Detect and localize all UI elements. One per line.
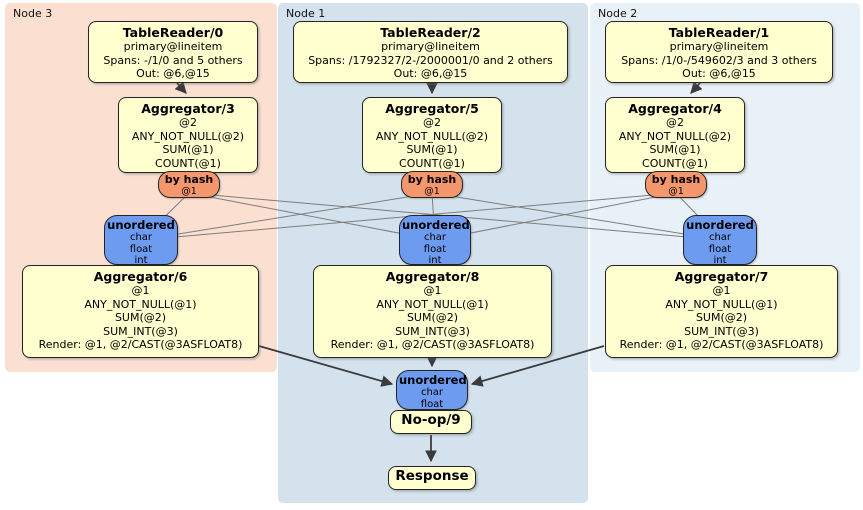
edge-router3-sync1 xyxy=(188,192,436,241)
processor-detail: ANY_NOT_NULL(@2) xyxy=(618,129,732,143)
sync-column: int xyxy=(134,255,148,266)
processor-detail: SUM_INT(@3) xyxy=(684,324,759,338)
processor-detail: @2 xyxy=(179,116,197,129)
processor-detail: SUM(@2) xyxy=(695,311,748,324)
node-response: Response xyxy=(388,466,476,490)
processor-detail: SUM(@1) xyxy=(649,143,701,156)
processor-detail: ANY_NOT_NULL(@2) xyxy=(375,129,489,143)
processor-detail: SUM(@2) xyxy=(406,311,459,324)
sync-column: float xyxy=(708,243,732,255)
processor-title: TableReader/0 xyxy=(122,25,224,40)
region-node2-label: Node 2 xyxy=(598,7,638,20)
edge-router4-sync1 xyxy=(434,192,677,241)
processor-detail: Spans: -/1/0 and 5 others xyxy=(103,53,243,67)
processor-detail: @2 xyxy=(423,116,441,129)
node-tablereader-0: TableReader/0 primary@lineitem Spans: -/… xyxy=(88,21,258,83)
edge-router5-sync2 xyxy=(431,192,722,241)
node-aggregator-4: Aggregator/4 @2 ANY_NOT_NULL(@2) SUM(@1)… xyxy=(605,97,745,173)
sync-column: float xyxy=(423,243,447,255)
edge-tr0-agg3 xyxy=(174,81,187,94)
sync-column: int xyxy=(428,255,442,266)
processor-detail: Spans: /1792327/2-/2000001/0 and 2 other… xyxy=(308,53,553,67)
node-aggregator-7: Aggregator/7 @1 ANY_NOT_NULL(@1) SUM(@2)… xyxy=(605,265,838,358)
sync-title: unordered xyxy=(399,373,467,387)
router-detail: @1 xyxy=(424,186,440,197)
sync-unordered-final: unordered char float xyxy=(396,370,468,410)
processor-title: Aggregator/4 xyxy=(628,101,722,116)
node-aggregator-3: Aggregator/3 @2 ANY_NOT_NULL(@2) SUM(@1)… xyxy=(118,97,258,173)
sync-unordered-node1: unordered char float int xyxy=(399,215,471,266)
node-aggregator-6: Aggregator/6 @1 ANY_NOT_NULL(@1) SUM(@2)… xyxy=(22,265,259,358)
processor-detail: primary@lineitem xyxy=(669,40,769,53)
sync-unordered-node2: unordered char float int xyxy=(683,215,757,266)
node-aggregator-8: Aggregator/8 @1 ANY_NOT_NULL(@1) SUM(@2)… xyxy=(313,265,552,358)
processor-detail: ANY_NOT_NULL(@2) xyxy=(131,129,245,143)
edge-agg7-syncfinal xyxy=(470,345,605,387)
sync-column: char xyxy=(420,387,444,398)
router-title: by hash xyxy=(164,173,214,186)
sync-column: float xyxy=(129,243,153,255)
processor-detail: @1 xyxy=(131,284,150,297)
processor-detail: ANY_NOT_NULL(@1) xyxy=(665,297,778,311)
sync-column: float xyxy=(420,398,444,410)
processor-title: TableReader/2 xyxy=(380,25,481,40)
processor-detail: Out: @6,@15 xyxy=(393,67,468,80)
node-tablereader-2: TableReader/2 primary@lineitem Spans: /1… xyxy=(293,21,568,83)
sync-column: int xyxy=(713,255,727,266)
processor-detail: primary@lineitem xyxy=(381,40,480,53)
router-detail: @1 xyxy=(668,186,684,197)
router-by-hash-node2: by hash @1 xyxy=(645,171,707,198)
processor-title: Aggregator/3 xyxy=(141,101,235,116)
router-by-hash-node3: by hash @1 xyxy=(158,171,220,198)
processor-title: No-op/9 xyxy=(401,412,461,428)
processor-detail: primary@lineitem xyxy=(123,40,223,53)
sync-column: char xyxy=(708,232,732,243)
node-tablereader-1: TableReader/1 primary@lineitem Spans: /1… xyxy=(605,21,833,83)
processor-detail: COUNT(@1) xyxy=(399,156,465,170)
processor-detail: ANY_NOT_NULL(@1) xyxy=(376,297,489,311)
sync-title: unordered xyxy=(402,218,470,232)
processor-detail: Render: @1, @2/CAST(@3ASFLOAT8) xyxy=(38,338,243,351)
processor-detail: COUNT(@1) xyxy=(642,156,708,170)
sync-unordered-node3: unordered char float int xyxy=(104,215,178,266)
sync-column: char xyxy=(423,232,447,243)
sync-column: char xyxy=(129,232,153,243)
processor-title: Aggregator/6 xyxy=(93,269,188,284)
processor-detail: Spans: /1/0-/549602/3 and 3 others xyxy=(621,53,817,67)
sync-title: unordered xyxy=(686,218,754,232)
edge-router5-sync3 xyxy=(140,192,433,241)
processor-title: TableReader/1 xyxy=(668,25,770,40)
router-title: by hash xyxy=(407,173,457,186)
processor-detail: @2 xyxy=(666,116,684,129)
processor-detail: SUM_INT(@3) xyxy=(395,324,470,338)
processor-detail: @1 xyxy=(423,284,442,297)
processor-detail: @1 xyxy=(712,284,731,297)
router-by-hash-node1: by hash @1 xyxy=(401,171,463,198)
processor-title: Aggregator/7 xyxy=(674,269,769,284)
edge-agg6-syncfinal xyxy=(258,345,394,387)
processor-detail: SUM_INT(@3) xyxy=(103,324,178,338)
processor-detail: Render: @1, @2/CAST(@3ASFLOAT8) xyxy=(619,338,824,351)
node-noop-9: No-op/9 xyxy=(390,410,472,434)
router-title: by hash xyxy=(651,173,701,186)
sync-title: unordered xyxy=(107,218,175,232)
processor-detail: SUM(@1) xyxy=(406,143,458,156)
region-node1-label: Node 1 xyxy=(286,7,326,20)
processor-title: Aggregator/5 xyxy=(385,101,479,116)
node-aggregator-5: Aggregator/5 @2 ANY_NOT_NULL(@2) SUM(@1)… xyxy=(362,97,502,173)
processor-detail: SUM(@2) xyxy=(114,311,167,324)
processor-detail: COUNT(@1) xyxy=(155,156,221,170)
processor-detail: Out: @6,@15 xyxy=(682,67,756,80)
edge-tr1-agg4 xyxy=(690,81,703,94)
region-node3-label: Node 3 xyxy=(13,7,53,20)
processor-detail: SUM(@1) xyxy=(162,143,214,156)
processor-title: Aggregator/8 xyxy=(385,269,480,284)
processor-detail: Out: @6,@15 xyxy=(136,67,210,80)
processor-detail: ANY_NOT_NULL(@1) xyxy=(84,297,197,311)
router-detail: @1 xyxy=(181,186,197,197)
processor-detail: Render: @1, @2/CAST(@3ASFLOAT8) xyxy=(330,338,535,351)
processor-title: Response xyxy=(395,468,469,484)
